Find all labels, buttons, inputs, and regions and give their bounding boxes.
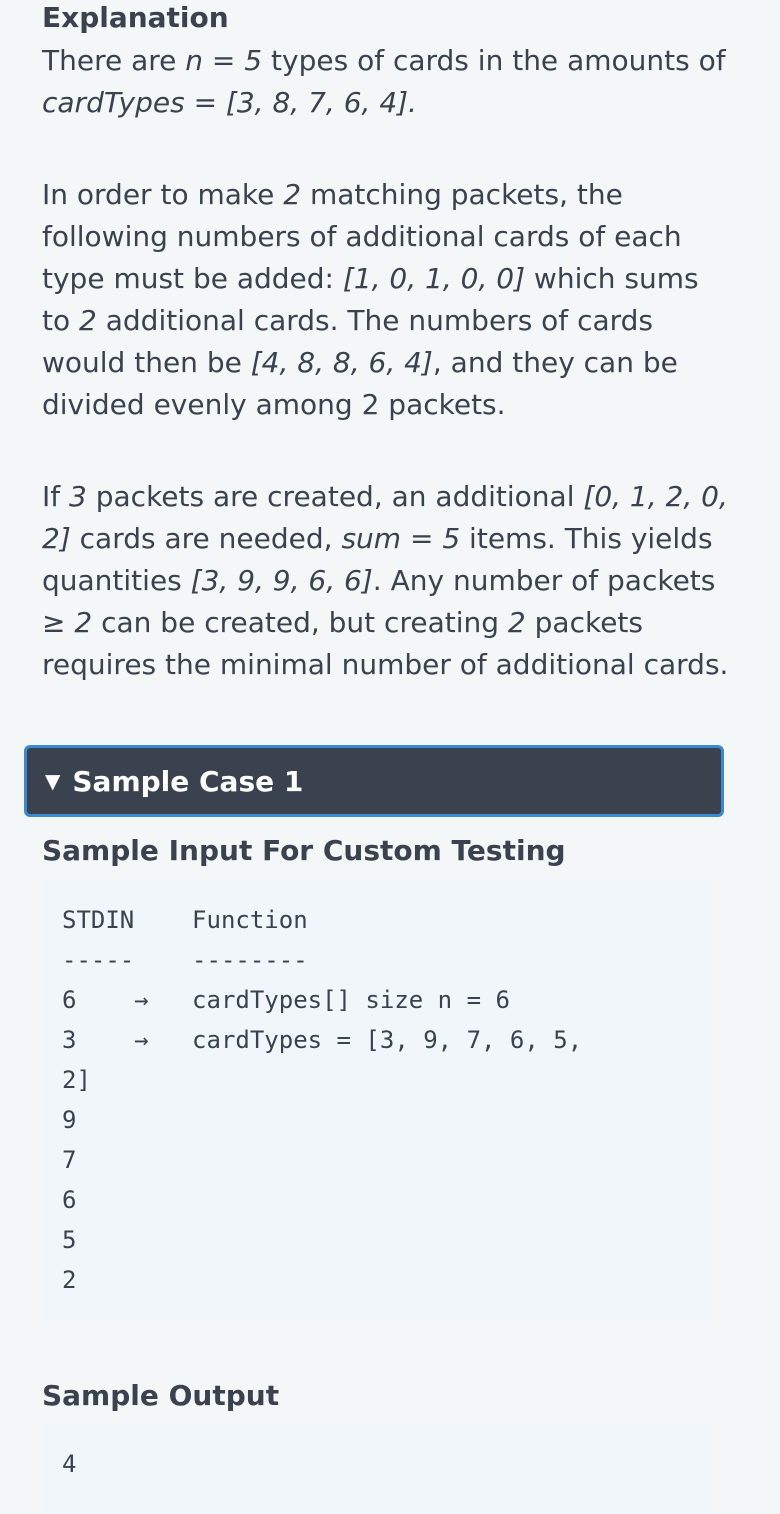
code-line: 3 → cardTypes = [3, 9, 7, 6, 5,	[62, 1026, 583, 1054]
code-line: 4	[62, 1450, 77, 1478]
sample-input-code-block: STDIN Function ----- -------- 6 → cardType…	[42, 880, 712, 1320]
sample-output-title: Sample Output	[42, 1379, 280, 1412]
sample-output-code-block: 4	[42, 1424, 712, 1514]
code-line: 5	[62, 1226, 77, 1254]
code-line: 6	[62, 1186, 77, 1214]
sample-case-1-toggle[interactable]: ▼ Sample Case 1	[24, 745, 724, 817]
code-line: STDIN Function	[62, 906, 308, 934]
explanation-paragraph-3: If 3 packets are created, an additional …	[42, 480, 729, 681]
triangle-down-icon: ▼	[45, 769, 61, 793]
code-line: 2]	[62, 1066, 91, 1094]
explanation-title: Explanation	[42, 1, 229, 34]
explanation-paragraph-2: In order to make 2 matching packets, the…	[42, 178, 699, 421]
sample-input-title: Sample Input For Custom Testing	[42, 834, 566, 867]
code-line: 9	[62, 1106, 77, 1134]
code-line: 2	[62, 1266, 77, 1294]
explanation-paragraph-1: There are n = 5 types of cards in the am…	[42, 44, 726, 119]
code-line: ----- --------	[62, 946, 308, 974]
code-line: 6 → cardTypes[] size n = 6	[62, 986, 510, 1014]
code-line: 7	[62, 1146, 77, 1174]
sample-case-title: Sample Case 1	[72, 764, 304, 798]
